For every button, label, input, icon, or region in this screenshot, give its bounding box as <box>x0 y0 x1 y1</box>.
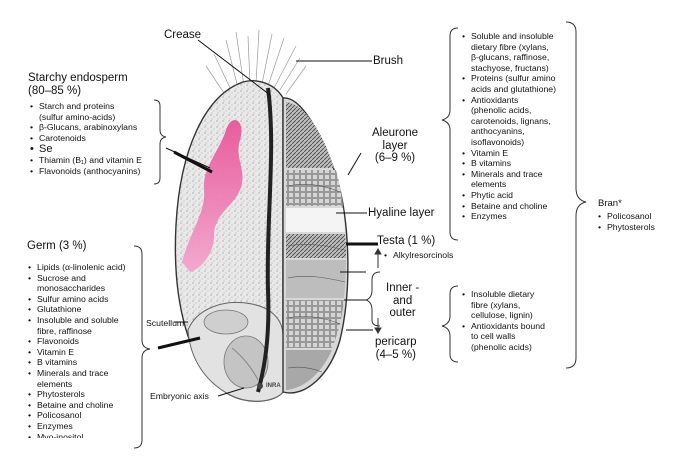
list-item: Betaine and choline <box>462 201 556 212</box>
list-item: Phytic acid <box>462 190 556 201</box>
list-item: Proteins (sulfur amino acids and glutath… <box>462 73 556 94</box>
crease-line <box>256 87 274 393</box>
starchy-endosperm-list: Starch and proteins (sulfur amino-acids)… <box>30 101 142 177</box>
starchy-endosperm-title: Starchy endosperm (80–85 %) <box>28 72 128 97</box>
thick-leaders <box>157 150 378 350</box>
list-item: Insoluble and soluble fibre, raffinose <box>28 315 126 336</box>
list-item: Phytosterols <box>598 222 655 233</box>
alkylresorcinols-list: Alkylresorcinols <box>384 250 453 261</box>
list-item: Enzymes <box>462 211 556 222</box>
list-item: Policosanol <box>28 410 126 421</box>
pericarp-components-list: Insoluble dietary fibre (xylans, cellulo… <box>462 289 545 353</box>
bran-band-ridges <box>287 184 346 373</box>
list-item: Se <box>30 143 142 155</box>
list-item: B vitamins <box>28 357 126 368</box>
list-item: Soluble and insoluble dietary fibre (xyl… <box>462 31 556 73</box>
list-item: Sucrose and monosaccharides <box>28 273 126 294</box>
bran-title: Bran* <box>598 198 622 209</box>
pericarp-label: pericarp (4–5 %) <box>375 336 417 361</box>
list-item: Phytosterols <box>28 389 126 400</box>
list-item: Flavonoids (anthocyanins) <box>30 166 142 177</box>
embryonic-axis-label: Embryonic axis <box>150 391 209 401</box>
scutellum-label: Scutellum <box>146 318 185 328</box>
testa-label: Testa (1 %) <box>377 235 436 247</box>
brush-label: Brush <box>373 55 404 67</box>
list-item: Policosanol <box>598 211 655 222</box>
bran-components-list: Policosanol Phytosterols <box>598 211 655 232</box>
inra-watermark: INRA <box>266 383 281 389</box>
list-item: Sulfur amino acids <box>28 294 126 305</box>
list-item: Insoluble dietary fibre (xylans, cellulo… <box>462 289 545 321</box>
list-item: Minerals and trace elements <box>28 368 126 389</box>
bran-bands <box>286 102 346 390</box>
scutellum-shape <box>203 309 249 335</box>
germ-title: Germ (3 %) <box>27 240 87 252</box>
braces <box>133 21 587 449</box>
list-item: Myo-inositol <box>28 432 126 438</box>
germ-list: Lipids (α-linolenic acid) Sucrose and mo… <box>28 262 126 438</box>
hyaline-label: Hyaline layer <box>368 207 435 219</box>
pericarp-arrows <box>374 248 382 334</box>
crease-label: Crease <box>164 29 202 41</box>
list-item: Thiamin (B₁) and vitamin E <box>30 155 142 166</box>
list-item: Carotenoids <box>30 133 142 144</box>
aleurone-components-list: Soluble and insoluble dietary fibre (xyl… <box>462 31 556 222</box>
list-item: Enzymes <box>28 421 126 432</box>
aleurone-label: Aleurone layer (6–9 %) <box>372 127 419 164</box>
brush-hairs <box>205 29 307 97</box>
inner-outer-label: Inner - and outer <box>386 282 420 319</box>
list-item: Antioxidants (phenolic acids, carotenoid… <box>462 95 556 148</box>
list-item: Vitamin E <box>462 148 556 159</box>
list-item: Starch and proteins (sulfur amino-acids) <box>30 101 142 122</box>
list-item: Vitamin E <box>28 347 126 358</box>
list-item: Minerals and trace elements <box>462 169 556 190</box>
leader-lines <box>165 39 375 397</box>
list-item: Flavonoids <box>28 336 126 347</box>
list-item: Lipids (α-linolenic acid) <box>28 262 126 273</box>
list-item: Antioxidants bound to cell walls (phenol… <box>462 321 545 353</box>
list-item: Glutathione <box>28 304 126 315</box>
list-item: Alkylresorcinols <box>384 250 453 261</box>
list-item: B vitamins <box>462 158 556 169</box>
list-item: β-Glucans, arabinoxylans <box>30 122 142 133</box>
list-item: Betaine and choline <box>28 400 126 411</box>
anthocyanin-band <box>182 119 243 272</box>
